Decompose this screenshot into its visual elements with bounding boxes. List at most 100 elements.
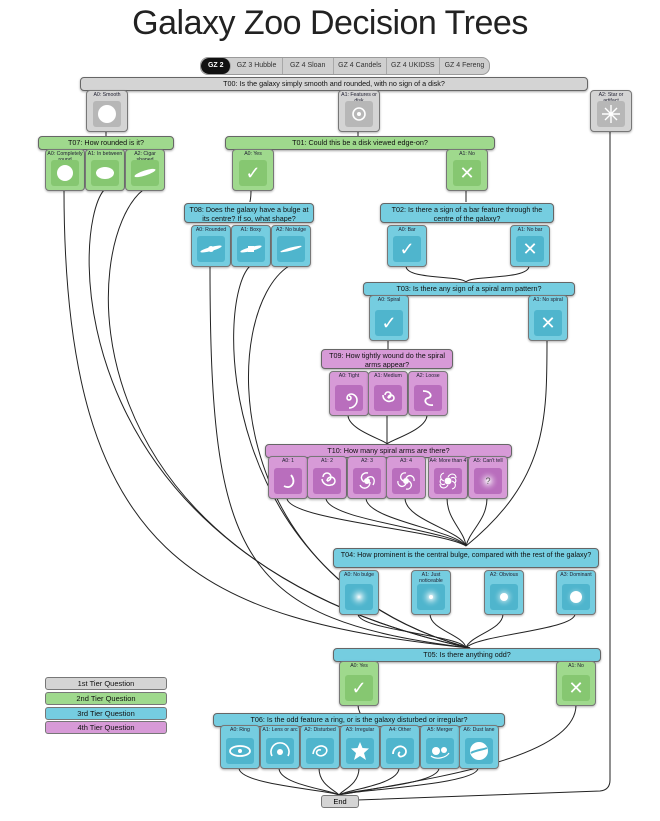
other-icon [386,738,414,764]
connector-t00-a2-end [356,130,611,801]
boxy-bulge-icon [237,236,265,262]
no-bulge-icon [345,584,373,610]
answer-t10-two[interactable]: A1: 2 [307,456,347,499]
lens-arc-icon [266,738,294,764]
connector-t07-a2 [107,189,471,649]
check-icon: ✓ [345,675,373,701]
answer-t04-just-noticeable[interactable]: A1: Just noticeable [411,570,451,615]
answer-t06-lens-or-arc[interactable]: A1: Lens or arc [260,725,300,769]
many-arms-icon [434,468,462,494]
answer-t00-star-or-artifact[interactable]: A2: Star or artifact [590,90,632,132]
answer-label: A1: 2 [320,458,334,464]
connector-t01-a0 [249,189,252,203]
answer-t06-irregular[interactable]: A3: Irregular [340,725,380,769]
answer-label: A1: Boxy [240,227,262,233]
answer-t02-bar[interactable]: A0: Bar ✓ [387,225,427,267]
answer-t07-completely-round[interactable]: A0: Completely round [45,149,85,191]
check-icon: ✓ [239,160,267,186]
cant-tell-icon: ? [474,468,502,494]
connector-t10-a1 [325,497,467,547]
connector-t06-a6 [338,767,479,796]
answer-t08-no-bulge[interactable]: A2: No bulge [271,225,311,267]
connector-t04-a2 [465,613,504,649]
answer-label: A1: Medium [374,373,402,379]
cigar-icon [131,160,159,186]
answer-t06-merger[interactable]: A5: Merger [420,725,460,769]
connector-t02-a0 [405,265,467,283]
disturbed-icon [306,738,334,764]
answer-t08-rounded[interactable]: A0: Rounded [191,225,231,267]
connector-t04-a3 [465,613,576,649]
answer-label: A5: Can't tell [473,458,503,464]
tight-spiral-icon [335,385,363,411]
answer-t06-ring[interactable]: A0: Ring [220,725,260,769]
answer-label: A1: In between [87,151,123,157]
connector-t09-a0 [347,414,388,445]
connector-t09-a2 [386,414,428,445]
answer-t10-one[interactable]: A0: 1 [268,456,308,499]
connector-t10-a4 [446,497,467,547]
answer-t00-features-or-disk[interactable]: A1: Features or disk [338,90,380,132]
answer-t01-yes[interactable]: A0: Yes ✓ [232,149,274,191]
answer-t10-cant-tell[interactable]: A5: Can't tell ? [468,456,508,499]
answer-label: A3: 4 [399,458,413,464]
answer-t06-disturbed[interactable]: A2: Disturbed [300,725,340,769]
star-icon [597,101,625,127]
answer-t09-medium[interactable]: A1: Medium [368,371,408,416]
answer-t01-no[interactable]: A1: No ✕ [446,149,488,191]
connector-t10-a0 [286,497,467,547]
answer-label: A0: Spiral [377,297,401,303]
tab-gz4-sloan[interactable]: GZ 4 Sloan [283,58,334,74]
answer-t05-yes[interactable]: A0: Yes ✓ [339,661,379,706]
answer-t05-no[interactable]: A1: No ✕ [556,661,596,706]
answer-t04-obvious[interactable]: A2: Obvious [484,570,524,615]
answer-label: A1: Just noticeable [419,572,443,584]
dominant-bulge-icon [562,584,590,610]
legend-3rd-tier: 3rd Tier Question [45,707,167,720]
answer-t03-spiral[interactable]: A0: Spiral ✓ [369,295,409,341]
answer-label: A0: Smooth [93,92,121,98]
connector-t05-a0 [357,704,361,714]
dust-lane-icon [465,738,493,764]
tab-gz4-ukidss[interactable]: GZ 4 UKIDSS [387,58,440,74]
tab-gz2[interactable]: GZ 2 [201,58,232,74]
answer-t10-three[interactable]: A2: 3 [347,456,387,499]
answer-t02-no-bar[interactable]: A1: No bar ✕ [510,225,550,267]
answer-t09-loose[interactable]: A2: Loose [408,371,448,416]
rounded-bulge-icon [197,236,225,262]
answer-t04-no-bulge[interactable]: A0: No bulge [339,570,379,615]
connector-t04-a0 [357,613,467,649]
question-t00: T00: Is the galaxy simply smooth and rou… [80,77,588,91]
answer-label: A3: Dominant [560,572,592,578]
cross-icon: ✕ [516,236,544,262]
answer-t07-cigar-shaped[interactable]: A2: Cigar shaped [125,149,165,191]
ring-icon [226,738,254,764]
tab-gz4-fereng[interactable]: GZ 4 Fereng [444,62,485,69]
tab-gz4-candels[interactable]: GZ 4 Candels [334,58,387,74]
connector-t03-a1 [465,339,548,547]
answer-t04-dominant[interactable]: A3: Dominant [556,570,596,615]
answer-label: A2: Loose [416,373,440,379]
answer-label: A0: 1 [281,458,295,464]
answer-t08-boxy[interactable]: A1: Boxy [231,225,271,267]
answer-t06-other[interactable]: A4: Other [380,725,420,769]
loose-spiral-icon [414,385,442,411]
answer-t06-dust-lane[interactable]: A6: Dust lane [459,725,499,769]
medium-spiral-icon [374,385,402,411]
answer-t10-more-than-4[interactable]: A4: More than 4 [428,456,468,499]
answer-t07-in-between[interactable]: A1: In between [85,149,125,191]
cross-icon: ✕ [453,160,481,186]
answer-t03-no-spiral[interactable]: A1: No spiral ✕ [528,295,568,341]
connector-t06-a0 [238,767,340,796]
answer-label: A1: No [459,151,475,157]
answer-label: A2: Disturbed [304,727,336,733]
answer-t10-four[interactable]: A3: 4 [386,456,426,499]
connector-t06-a3 [338,767,360,796]
answer-label: A4: Other [388,727,412,733]
answer-t09-tight[interactable]: A0: Tight [329,371,369,416]
question-t07: T07: How rounded is it? [38,136,174,150]
answer-t00-smooth[interactable]: A0: Smooth [86,90,128,132]
tab-gz3-hubble[interactable]: GZ 3 Hubble [231,58,283,74]
legend-2nd-tier: 2nd Tier Question [45,692,167,705]
just-noticeable-icon [417,584,445,610]
